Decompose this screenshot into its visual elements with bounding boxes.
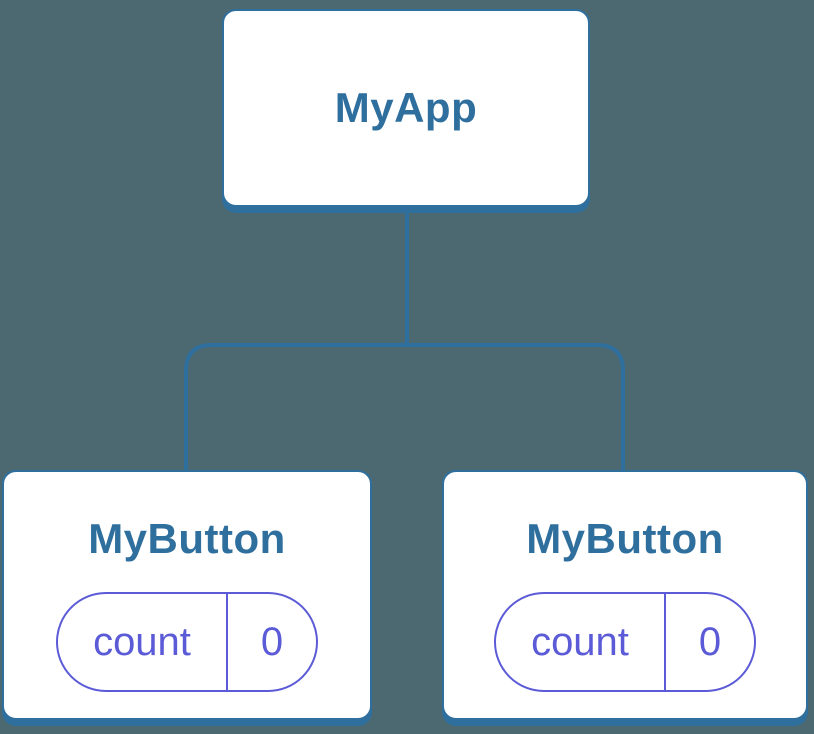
node-label: MyApp	[334, 83, 478, 131]
node-label: MyButton	[526, 515, 724, 562]
state-value: 0	[260, 619, 284, 664]
node-label: MyButton	[88, 515, 286, 562]
state-key: count	[496, 594, 666, 691]
state-value: 0	[698, 619, 722, 664]
state-key: count	[58, 594, 228, 691]
state-badge: count 0	[494, 592, 756, 693]
node-mybutton-left: MyButton count 0	[2, 470, 372, 720]
node-mybutton-right: MyButton count 0	[442, 470, 808, 720]
node-myapp: MyApp	[222, 9, 590, 207]
state-badge: count 0	[56, 592, 318, 693]
